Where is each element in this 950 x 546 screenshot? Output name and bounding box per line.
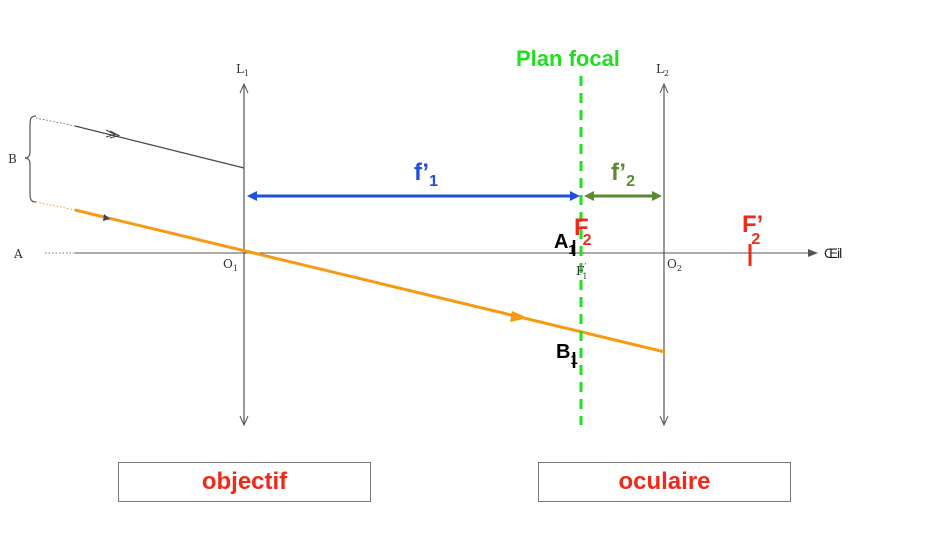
b1-label: B1 [556,341,578,367]
lens-l2 [659,82,669,427]
ray-orange-small-arrow [103,214,110,221]
f2-prime-focus-label: F’2 [742,211,763,248]
o2-label: O2 [667,257,682,273]
oeil-label: Œil [824,245,842,261]
a-label: A [13,247,23,261]
objectif-label: objectif [201,468,288,495]
ray-b [74,125,245,169]
l2-label: L2 [656,62,669,78]
oculaire-label: oculaire [618,468,711,495]
f1-prime-point-label: F′1 [576,263,587,281]
ray-orange [74,208,666,354]
f1-distance-label: f’1 [414,159,438,190]
a1-label: A1 [554,231,576,257]
objectif-box: objectif [118,462,371,502]
ray-b-arrowhead [105,129,121,139]
b-label: B [8,152,17,166]
l1-label: L1 [236,62,249,78]
plan-focal-label: Plan focal [516,46,620,71]
f2-distance-label: f’2 [611,159,635,190]
ray-orange-arrowhead [510,311,528,322]
ray-orange-dotted [35,201,76,211]
f2-focus-label: F2 [574,214,592,249]
oculaire-box: oculaire [538,462,791,502]
b-bracket [24,115,37,203]
ray-b-dotted [35,117,76,127]
o1-label: O1 [223,257,238,273]
lens-l1 [239,82,249,427]
